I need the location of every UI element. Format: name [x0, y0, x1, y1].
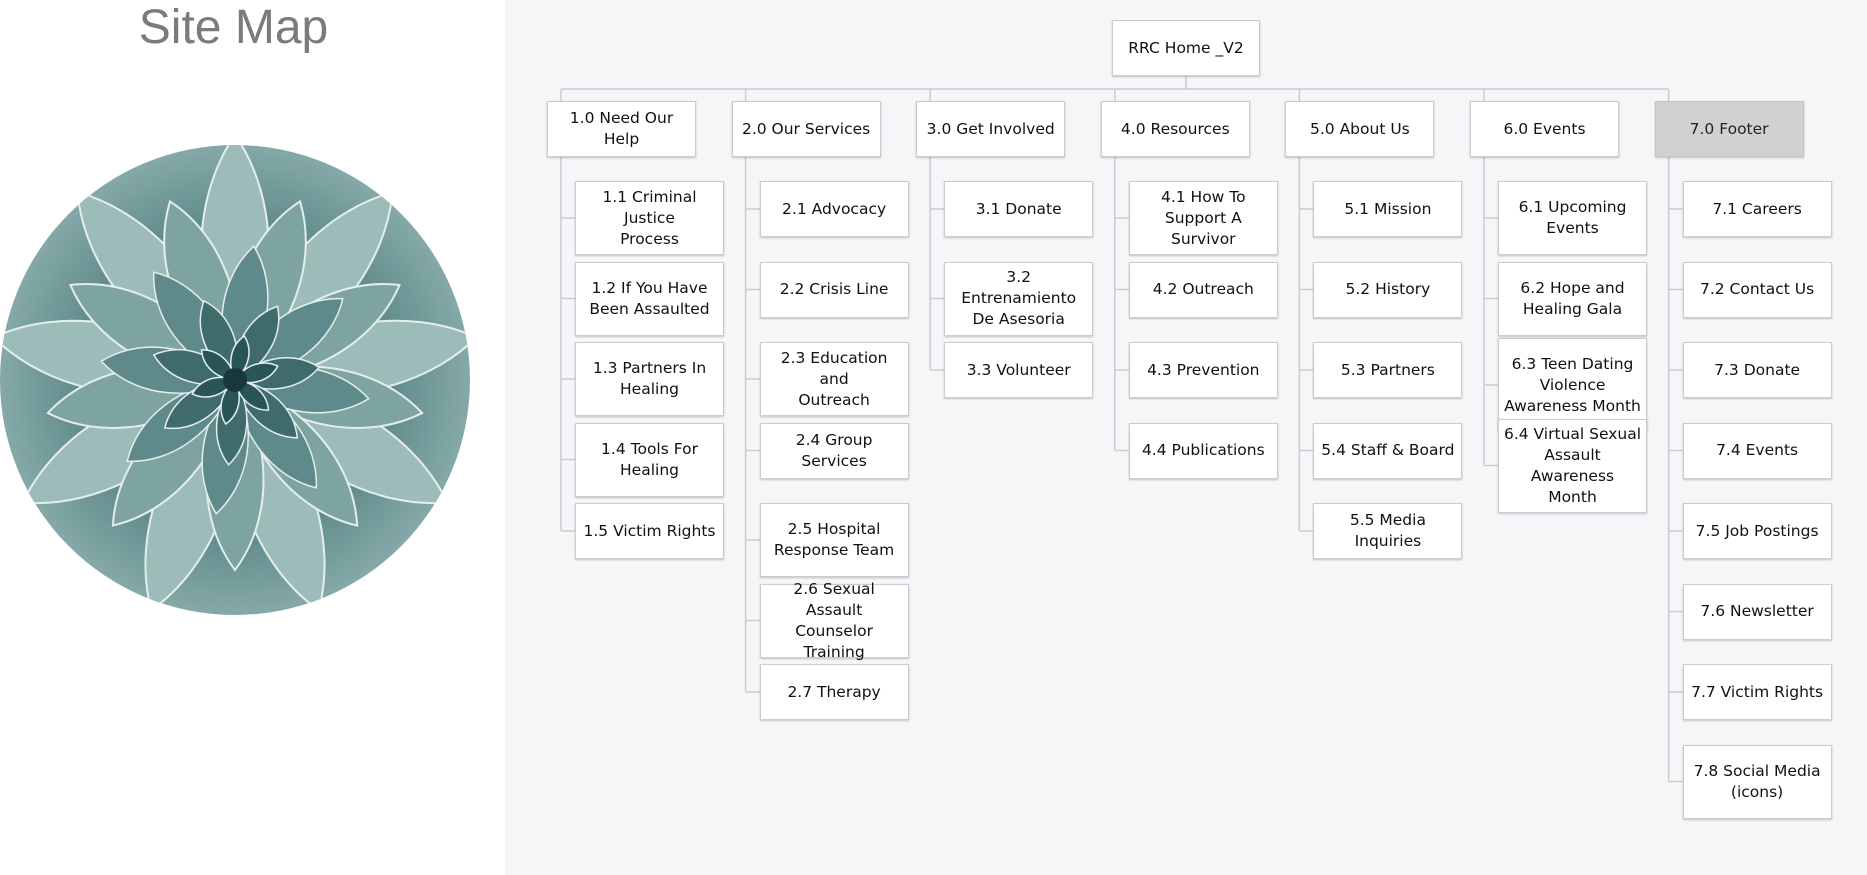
node-page-2-7-therapy[interactable]: 2.7 Therapy	[759, 664, 909, 720]
node-page-5-4-staff-and-board[interactable]: 5.4 Staff & Board	[1313, 422, 1463, 479]
node-section-6-0-events[interactable]: 6.0 Events	[1470, 101, 1619, 157]
node-page-2-5-hospital-response-team[interactable]: 2.5 Hospital Response Team	[759, 503, 909, 577]
node-page-5-5-media-inquiries[interactable]: 5.5 Media Inquiries	[1313, 503, 1463, 559]
node-page-7-6-newsletter[interactable]: 7.6 Newsletter	[1682, 583, 1832, 640]
node-page-2-3-education-and-outreach[interactable]: 2.3 Education and Outreach	[759, 342, 909, 416]
node-page-7-2-contact-us[interactable]: 7.2 Contact Us	[1682, 261, 1832, 318]
node-page-2-2-crisis-line[interactable]: 2.2 Crisis Line	[759, 261, 909, 318]
node-section-2-0-our-services[interactable]: 2.0 Our Services	[731, 101, 881, 157]
node-root-home[interactable]: RRC Home _V2	[1112, 20, 1260, 76]
node-page-6-2-hope-and-healing-gala[interactable]: 6.2 Hope and Healing Gala	[1498, 261, 1647, 336]
node-page-7-7-victim-rights[interactable]: 7.7 Victim Rights	[1682, 664, 1832, 720]
node-page-4-2-outreach[interactable]: 4.2 Outreach	[1128, 261, 1278, 318]
agave-core	[223, 368, 247, 392]
node-page-1-1-criminal-justice-process[interactable]: 1.1 Criminal Justice Process	[575, 181, 724, 255]
agave-succulent-image	[0, 145, 470, 615]
node-page-1-5-victim-rights[interactable]: 1.5 Victim Rights	[575, 503, 724, 559]
node-page-5-1-mission[interactable]: 5.1 Mission	[1313, 181, 1463, 237]
node-page-3-3-volunteer[interactable]: 3.3 Volunteer	[944, 342, 1094, 398]
node-page-5-3-partners[interactable]: 5.3 Partners	[1313, 342, 1463, 398]
node-section-1-0-need-our-help[interactable]: 1.0 Need Our Help	[547, 101, 696, 157]
node-section-7-0-footer[interactable]: 7.0 Footer	[1654, 101, 1804, 157]
node-page-1-3-partners-in-healing[interactable]: 1.3 Partners In Healing	[575, 342, 724, 416]
node-page-6-1-upcoming-events[interactable]: 6.1 Upcoming Events	[1498, 181, 1647, 255]
node-page-3-2-entrenamiento-de-asesoria[interactable]: 3.2 Entrenamiento De Asesoria	[944, 261, 1094, 336]
node-page-4-4-publications[interactable]: 4.4 Publications	[1128, 422, 1278, 479]
node-page-4-3-prevention[interactable]: 4.3 Prevention	[1128, 342, 1278, 398]
node-page-3-1-donate[interactable]: 3.1 Donate	[944, 181, 1094, 237]
node-section-4-0-resources[interactable]: 4.0 Resources	[1100, 101, 1250, 157]
node-page-6-3-teen-dating-violence-awareness-month[interactable]: 6.3 Teen Dating Violence Awareness Month	[1498, 338, 1647, 432]
page-title: Site Map	[138, 1, 329, 54]
node-page-7-3-donate[interactable]: 7.3 Donate	[1682, 342, 1832, 398]
left-panel: Site Map	[0, 0, 505, 875]
sitemap-canvas: RRC Home _V2 1.0 Need Our Help 1.1 Crimina…	[505, 0, 1867, 875]
node-page-7-8-social-media-icons[interactable]: 7.8 Social Media (icons)	[1682, 744, 1832, 819]
node-section-5-0-about-us[interactable]: 5.0 About Us	[1285, 101, 1435, 157]
node-page-2-1-advocacy[interactable]: 2.1 Advocacy	[759, 181, 909, 237]
node-section-3-0-get-involved[interactable]: 3.0 Get Involved	[916, 101, 1066, 157]
node-page-2-4-group-services[interactable]: 2.4 Group Services	[759, 422, 909, 479]
connector-lines	[560, 76, 1683, 783]
node-page-7-4-events[interactable]: 7.4 Events	[1682, 422, 1832, 479]
node-page-6-4-virtual-sexual-assault-awareness-month[interactable]: 6.4 Virtual Sexual Assault Awareness Mon…	[1498, 418, 1647, 513]
node-page-7-1-careers[interactable]: 7.1 Careers	[1682, 181, 1832, 237]
node-page-4-1-how-to-support-a-survivor[interactable]: 4.1 How To Support A Survivor	[1128, 181, 1278, 255]
node-page-2-6-sexual-assault-counselor-training[interactable]: 2.6 Sexual Assault Counselor Training	[759, 580, 909, 661]
node-page-1-2-if-you-have-been-assaulted[interactable]: 1.2 If You Have Been Assaulted	[575, 261, 724, 336]
node-page-5-2-history[interactable]: 5.2 History	[1313, 261, 1463, 318]
node-page-1-4-tools-for-healing[interactable]: 1.4 Tools For Healing	[575, 422, 724, 497]
node-page-7-5-job-postings[interactable]: 7.5 Job Postings	[1682, 503, 1832, 559]
